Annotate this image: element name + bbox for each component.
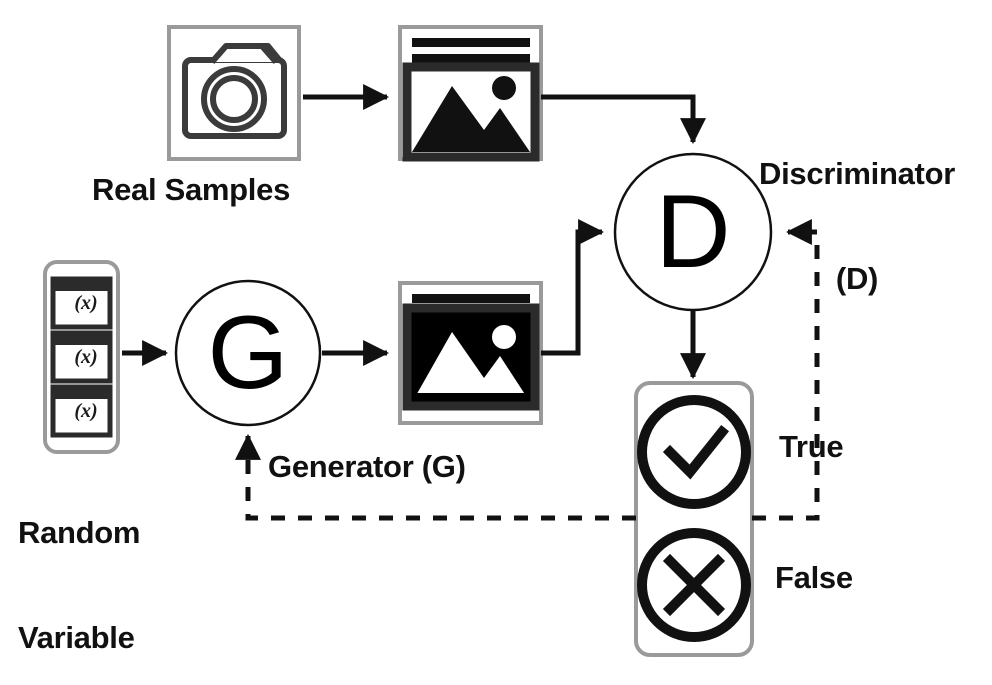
label-random-variable: Random Variable <box>18 447 141 685</box>
random-variable-icon <box>43 260 120 454</box>
label-true: True <box>779 429 844 464</box>
label-real-samples: Real Samples <box>92 172 291 207</box>
edge-feedback-to-discriminator <box>752 219 820 521</box>
label-generator: Generator (G) <box>268 449 466 484</box>
random-variable-slot: (x) <box>74 346 98 368</box>
generator-node <box>174 279 322 427</box>
random-variable-slot: (x) <box>74 400 98 422</box>
label-discriminator-line2: (D) <box>835 260 879 296</box>
generator-node-glyph: G <box>207 295 289 411</box>
discriminator-node <box>613 152 773 312</box>
discriminator-node-glyph: D <box>655 174 731 290</box>
random-variable-slot: (x) <box>74 292 98 314</box>
edge-real-image-to-discriminator <box>541 94 706 145</box>
label-false: False <box>775 560 853 595</box>
image-icon-real <box>398 25 543 162</box>
label-random-variable-line1: Random <box>18 515 141 551</box>
image-icon-generated <box>398 281 543 425</box>
label-random-variable-line2: Variable <box>18 619 135 655</box>
camera-icon <box>167 25 301 161</box>
label-discriminator: Discriminator (D) <box>727 88 987 366</box>
label-discriminator-line1: Discriminator <box>759 156 955 192</box>
output-box <box>634 381 754 657</box>
check-circle-icon <box>637 395 751 509</box>
edge-generated-image-to-discriminator <box>541 219 605 356</box>
edge-feedback-to-generator <box>235 433 636 521</box>
x-circle-icon <box>637 528 751 642</box>
